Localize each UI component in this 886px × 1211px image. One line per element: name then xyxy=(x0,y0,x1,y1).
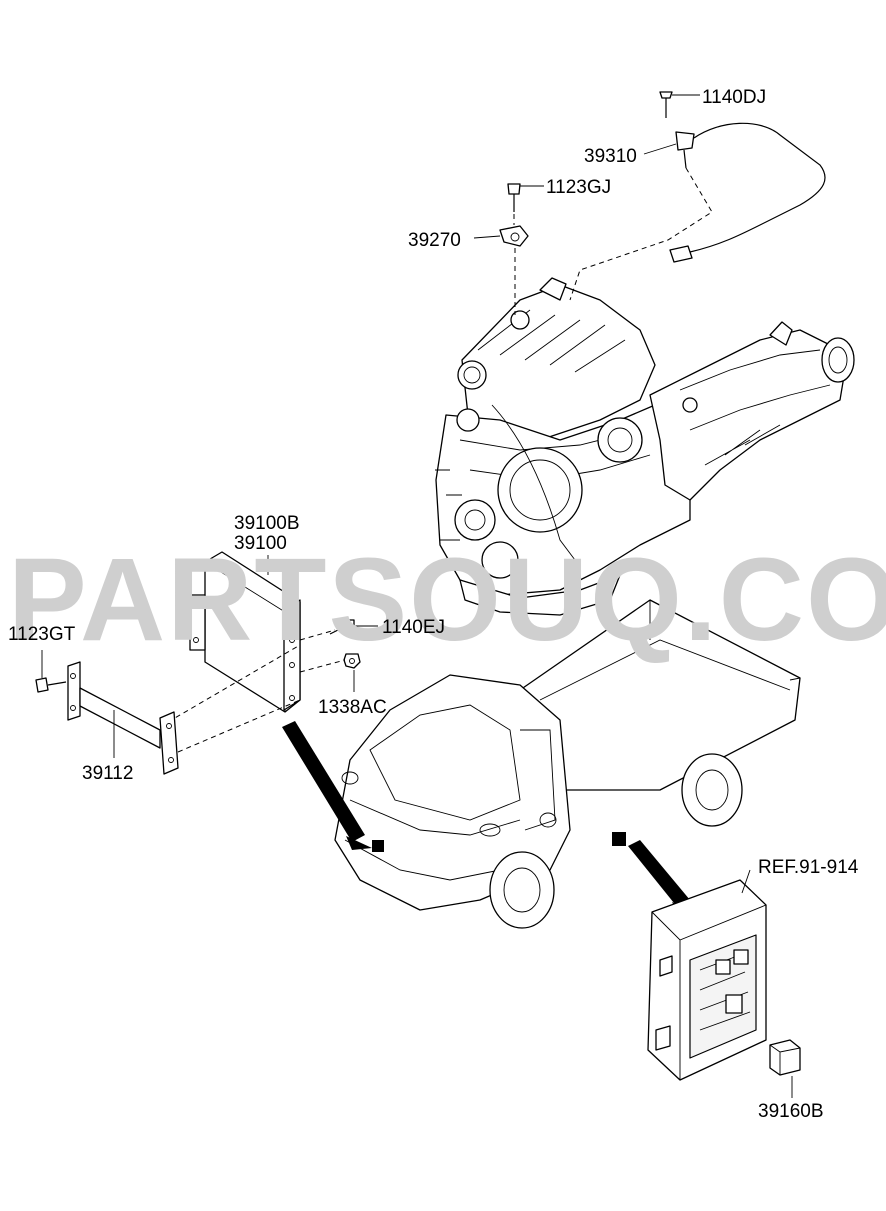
label-39160B: 39160B xyxy=(758,1101,824,1122)
pointer-fusebox xyxy=(628,840,690,908)
label-39100B: 39100B xyxy=(234,513,300,534)
label-1123GT: 1123GT xyxy=(8,624,76,645)
ecu-module xyxy=(189,551,301,713)
label-1140DJ: 1140DJ xyxy=(702,87,766,108)
engine-assembly xyxy=(435,277,855,616)
truck-illustration xyxy=(334,599,801,929)
pointer-ecu xyxy=(282,721,365,842)
label-1140EJ: 1140EJ xyxy=(382,617,445,638)
sensor-group xyxy=(473,91,826,315)
label-ref-91-914: REF.91-914 xyxy=(758,857,859,878)
fuse-relay-box xyxy=(647,869,767,1081)
label-39310: 39310 xyxy=(584,146,637,167)
label-39270: 39270 xyxy=(408,230,461,251)
bolt-1123GT xyxy=(35,650,67,693)
bolt-1140EJ xyxy=(329,619,378,635)
label-1123GJ: 1123GJ xyxy=(546,177,611,198)
ecu-bracket xyxy=(67,661,179,775)
label-1338AC: 1338AC xyxy=(318,697,387,718)
watermark: PARTSOUQ.COM xyxy=(8,534,886,666)
label-39100: 39100 xyxy=(234,533,287,554)
label-39112: 39112 xyxy=(82,763,133,784)
relay-39160B xyxy=(769,1039,801,1098)
